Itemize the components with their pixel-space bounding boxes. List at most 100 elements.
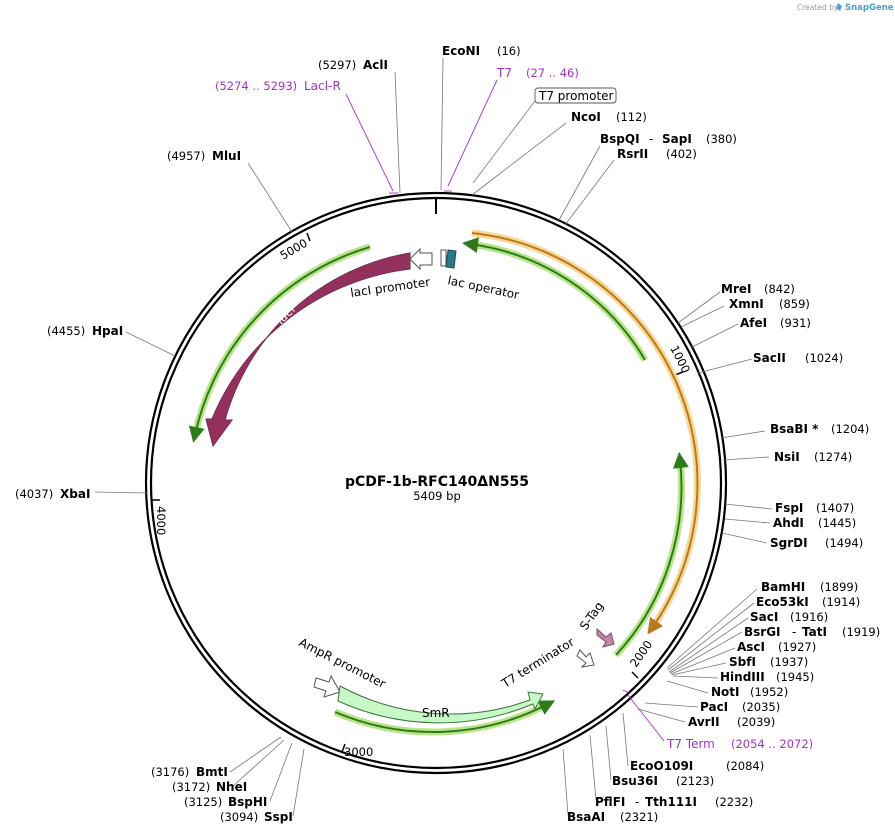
site-paci[interactable]: PacI xyxy=(700,700,728,714)
orf-arc-green-bottom xyxy=(333,700,556,736)
site-bmti-pos: (3176) xyxy=(151,765,189,779)
site-eco53ki[interactable]: Eco53kI xyxy=(756,595,809,609)
ampr-promoter-label: AmpR promoter xyxy=(297,635,388,691)
site-bsrgi-pos: (1919) xyxy=(842,625,880,639)
site-tati[interactable]: TatI xyxy=(802,625,827,639)
site-mrei[interactable]: MreI xyxy=(721,282,751,296)
site-bmti[interactable]: BmtI xyxy=(196,765,228,779)
leader-lines xyxy=(94,57,773,817)
lac-operator-label: lac operator xyxy=(446,273,520,302)
svg-text:4000: 4000 xyxy=(154,506,168,535)
site-xbai-pos: (4037) xyxy=(15,487,53,501)
site-bsabi-pos: (1204) xyxy=(831,422,869,436)
primer-leaders xyxy=(345,79,665,742)
site-sbfi[interactable]: SbfI xyxy=(729,655,756,669)
site-fspi-pos: (1407) xyxy=(816,501,854,515)
primer-t7-term-pos: (2054 .. 2072) xyxy=(731,737,813,751)
site-afei[interactable]: AfeI xyxy=(740,316,767,330)
site-xmni[interactable]: XmnI xyxy=(729,297,764,311)
orf-arc-green-left xyxy=(188,243,371,443)
site-sapi[interactable]: SapI xyxy=(662,132,692,146)
snapgene-brand: SnapGene xyxy=(845,3,894,13)
site-saci-pos: (1916) xyxy=(790,610,828,624)
smr-label: SmR xyxy=(422,706,450,720)
site-afei-pos: (931) xyxy=(780,316,811,330)
site-bspqi[interactable]: BspQI xyxy=(600,132,640,146)
created-by-text: Created by xyxy=(797,3,839,12)
site-asci-pos: (1927) xyxy=(778,640,816,654)
svg-text:3000: 3000 xyxy=(344,745,373,759)
site-acli[interactable]: AclI xyxy=(363,58,388,72)
site-rsrii[interactable]: RsrII xyxy=(617,147,648,161)
site-bsabi[interactable]: BsaBI * xyxy=(770,422,819,436)
site-acli-pos: (5297) xyxy=(318,58,356,72)
orf-arc-green-right xyxy=(613,452,689,658)
primer-laci-r[interactable]: LacI-R xyxy=(304,79,341,93)
site-tth111i[interactable]: Tth111I xyxy=(645,795,697,809)
site-nsii[interactable]: NsiI xyxy=(774,450,800,464)
site-nhei-pos: (3172) xyxy=(172,780,210,794)
site-sacii[interactable]: SacII xyxy=(753,351,786,365)
primer-t7-pos: (27 .. 46) xyxy=(526,66,579,80)
site-sspi-pos: (3094) xyxy=(220,810,258,824)
plasmid-name: pCDF-1b-RFC140ΔN555 xyxy=(345,474,529,490)
primer-t7-term[interactable]: T7 Term xyxy=(666,737,715,751)
site-xbai[interactable]: XbaI xyxy=(60,487,90,501)
site-fspi[interactable]: FspI xyxy=(775,501,803,515)
site-bamhi-pos: (1899) xyxy=(820,580,858,594)
s-tag-label: S-Tag xyxy=(577,599,606,633)
site-nhei[interactable]: NheI xyxy=(216,780,247,794)
site-bamhi[interactable]: BamHI xyxy=(761,580,805,594)
site-eco0109i[interactable]: EcoO109I xyxy=(630,759,693,773)
smr-feature[interactable] xyxy=(337,685,544,724)
t7-promoter-tag[interactable]: T7 promoter xyxy=(534,87,617,104)
site-ncoi[interactable]: NcoI xyxy=(571,110,601,124)
site-bsrgi-sep: - xyxy=(792,625,796,639)
primer-laci-r-pos: (5274 .. 5293) xyxy=(215,79,297,93)
site-paci-pos: (2035) xyxy=(742,700,780,714)
site-ahdi-pos: (1445) xyxy=(818,516,856,530)
site-pflfi[interactable]: PflFI xyxy=(595,795,625,809)
site-avrii[interactable]: AvrII xyxy=(688,715,720,729)
site-hpai[interactable]: HpaI xyxy=(92,324,123,338)
site-bsaai[interactable]: BsaAI xyxy=(567,810,605,824)
site-bsu36i[interactable]: Bsu36I xyxy=(612,774,658,788)
scale-tick-2000: 2000 xyxy=(627,638,655,679)
site-econi-pos: (16) xyxy=(497,44,521,58)
site-bspqi-pos: (380) xyxy=(706,132,737,146)
site-saci[interactable]: SacI xyxy=(750,610,778,624)
site-sgrdi-pos: (1494) xyxy=(825,536,863,550)
scale-tick-4000: 4000 xyxy=(152,499,168,535)
s-tag-arrow[interactable] xyxy=(596,627,615,648)
site-ahdi[interactable]: AhdI xyxy=(773,516,804,530)
svg-text:T7 promoter: T7 promoter xyxy=(538,89,614,103)
site-asci[interactable]: AscI xyxy=(737,640,765,654)
site-bsrgi[interactable]: BsrGI xyxy=(744,625,781,639)
site-econi[interactable]: EcoNI xyxy=(442,44,480,58)
site-bsphi[interactable]: BspHI xyxy=(228,795,267,809)
site-mlui[interactable]: MluI xyxy=(212,149,241,163)
site-mlui-pos: (4957) xyxy=(167,149,205,163)
site-sspi[interactable]: SspI xyxy=(264,810,293,824)
site-sgrdi[interactable]: SgrDI xyxy=(770,536,808,550)
t7-terminator-arrow[interactable] xyxy=(576,649,595,668)
site-hindiii[interactable]: HindIII xyxy=(720,670,765,684)
ampr-promoter-arrow[interactable] xyxy=(313,674,341,698)
laci-promoter-arrow[interactable] xyxy=(409,247,433,271)
primer-t7[interactable]: T7 xyxy=(496,66,512,80)
site-bsaai-pos: (2321) xyxy=(620,810,658,824)
lac-operator-box[interactable] xyxy=(440,249,457,269)
snapgene-logo-icon xyxy=(836,3,842,11)
site-pflfi-pos: (2232) xyxy=(715,795,753,809)
site-rsrii-pos: (402) xyxy=(666,147,697,161)
site-noti[interactable]: NotI xyxy=(711,685,740,699)
orf-arc-green-top xyxy=(462,237,649,362)
site-pflfi-sep: - xyxy=(635,795,639,809)
orf-arc-orange xyxy=(471,229,701,635)
site-avrii-pos: (2039) xyxy=(737,715,775,729)
plasmid-size: 5409 bp xyxy=(413,489,461,503)
site-bsphi-pos: (3125) xyxy=(184,795,222,809)
laci-label: lacI xyxy=(273,302,298,327)
svg-text:5000: 5000 xyxy=(278,236,310,263)
